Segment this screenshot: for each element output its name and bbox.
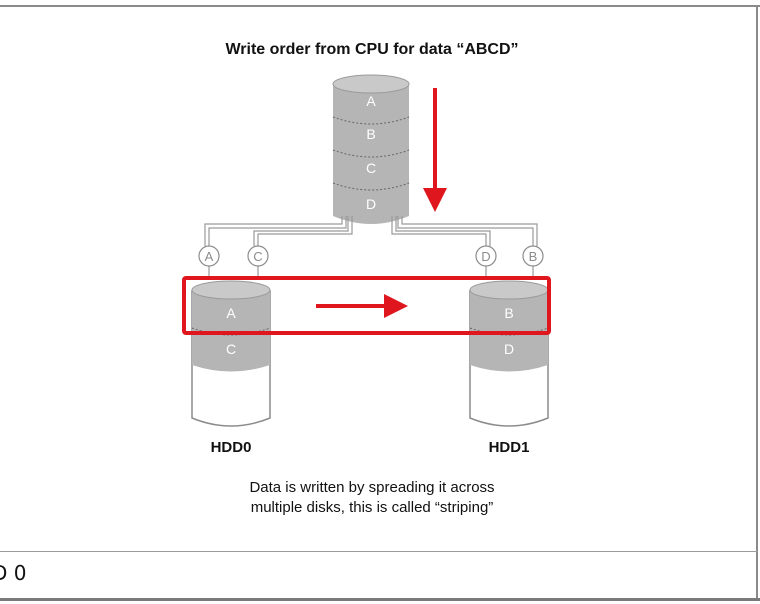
hdd0-block-a: A xyxy=(226,305,236,321)
connector-label-c: C xyxy=(247,245,269,267)
connector-label-a-text: A xyxy=(205,249,214,264)
hdd1-block-d: D xyxy=(504,341,514,357)
connector-lines xyxy=(204,216,538,280)
stack-segment-b: B xyxy=(366,126,375,142)
striping-diagram: Write order from CPU for data “ABCD” A B… xyxy=(182,41,551,516)
stack-segment-d: D xyxy=(366,196,376,212)
connector-label-c-text: C xyxy=(253,249,262,264)
hdd1-disk: B D xyxy=(469,280,549,427)
connector-label-b: B xyxy=(522,245,544,267)
hdd1-block-b: B xyxy=(504,305,513,321)
connector-label-a: A xyxy=(198,245,220,267)
stripe-highlight-box xyxy=(182,276,551,335)
frame-top-border xyxy=(0,5,760,7)
connector-label-d: D xyxy=(475,245,497,267)
stack-segment-c: C xyxy=(366,160,376,176)
frame-bottom-border xyxy=(0,598,760,601)
hdd0-label: HDD0 xyxy=(211,439,252,456)
figure-caption: D 0 xyxy=(0,561,27,585)
frame-right-border xyxy=(756,5,758,601)
description-line-1: Data is written by spreading it across xyxy=(249,479,494,496)
hdd0-block-c: C xyxy=(226,341,236,357)
diagram-title: Write order from CPU for data “ABCD” xyxy=(225,41,518,58)
cpu-data-stack: A B C D xyxy=(332,74,410,224)
hdd0-disk: A C xyxy=(191,280,271,427)
connector-label-d-text: D xyxy=(481,249,490,264)
connector-label-b-text: B xyxy=(529,249,538,264)
caption-divider xyxy=(0,551,758,552)
stack-segment-a: A xyxy=(366,93,376,109)
description-line-2: multiple disks, this is called “striping… xyxy=(251,499,494,516)
hdd1-label: HDD1 xyxy=(489,439,530,456)
